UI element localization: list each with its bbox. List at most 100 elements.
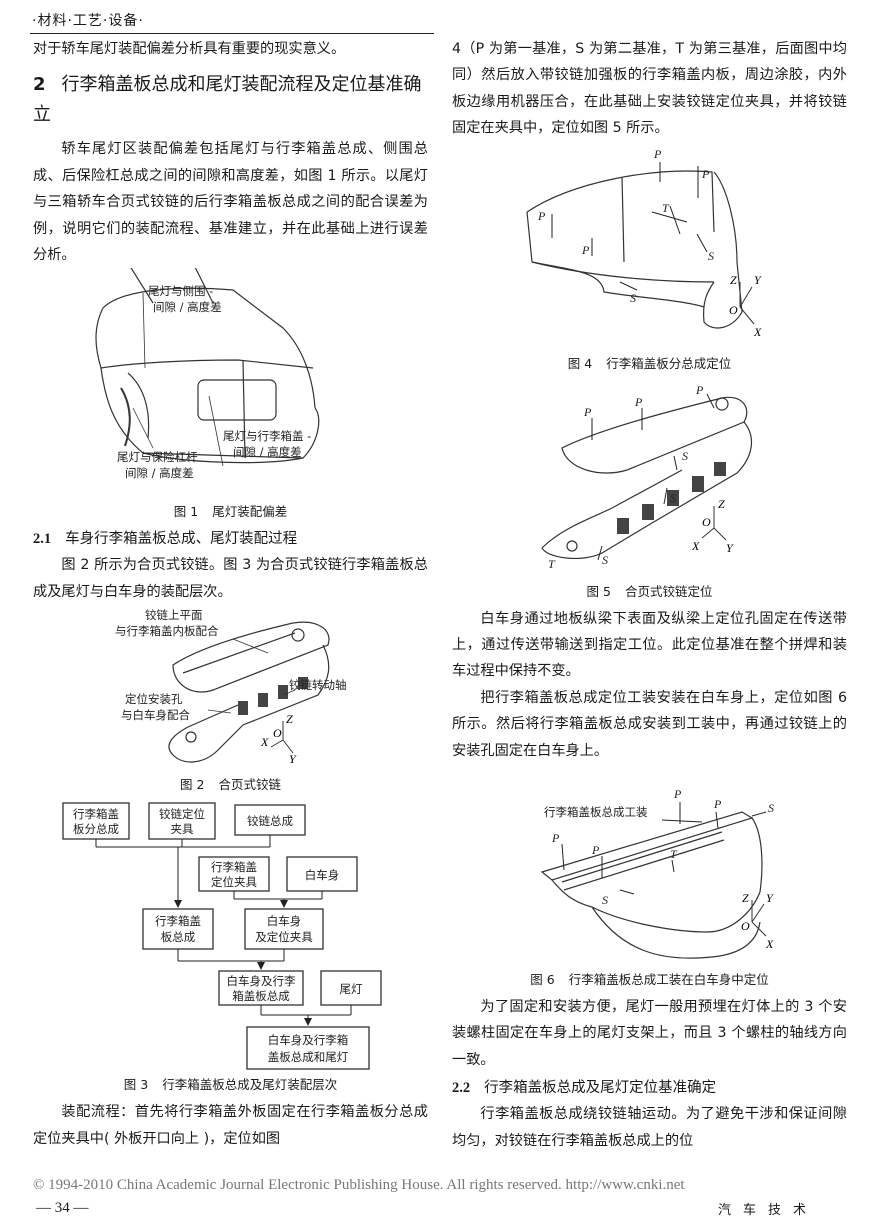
paragraph-body-in-white-datum: 白车身通过地板纵梁下表面及纵梁上定位孔固定在传送带上，通过传送带输送到指定工位。… bbox=[452, 610, 847, 680]
fig2-ann-top-1: 铰链上平面 bbox=[145, 608, 203, 622]
figure-5-label: 图 5 bbox=[586, 583, 611, 599]
fig4-axis-o: O bbox=[729, 303, 738, 317]
flow-box-2-line-1: 铰链定位 bbox=[159, 807, 205, 821]
fig2-ann-axis: 铰链转动轴 bbox=[289, 678, 347, 692]
flow-box-6-line-1: 行李箱盖 bbox=[155, 914, 201, 928]
figure-1: 尾灯与侧围 - 间隙 / 高度差 尾灯与行李箱盖 - 间隙 / 高度差 尾灯与保… bbox=[33, 268, 428, 500]
fig4-axis-z: Z bbox=[730, 273, 737, 287]
subsection-number: 2.2 bbox=[452, 1080, 471, 1097]
fig4-datum-s-bottom: S bbox=[630, 291, 636, 305]
fig2-axis-x: X bbox=[260, 735, 269, 749]
paragraph-tail-light-deviation: 轿车尾灯区装配偏差包括尾灯与行李箱盖总成、侧围总成、后保险杠总成之间的间隙和高度… bbox=[33, 141, 428, 264]
copyright-line: © 1994-2010 China Academic Journal Elect… bbox=[33, 1177, 685, 1193]
fig6-datum-p-right: P bbox=[713, 797, 722, 811]
flow-box-2-line-2: 夹具 bbox=[171, 822, 194, 836]
flow-box-5-label: 白车身 bbox=[305, 868, 340, 882]
fig6-datum-t: T bbox=[670, 847, 678, 861]
fig2-ann-hole-2: 与白车身配合 bbox=[121, 708, 190, 722]
fig5-datum-p-left: P bbox=[583, 405, 592, 419]
flow-box-10-line-1: 白车身及行李箱 bbox=[268, 1033, 349, 1047]
fig4-datum-p-mid: P bbox=[581, 243, 590, 257]
fig1-ann-bumper-1: 尾灯与保险杠杆 bbox=[117, 450, 198, 464]
right-column: 4（P 为第一基准，S 为第二基准，T 为第三基准，后面图中均同）然后放入带铰链… bbox=[452, 36, 847, 1154]
fig5-axis-o: O bbox=[702, 515, 711, 529]
fig5-axis-x: X bbox=[691, 539, 700, 553]
flow-box-3-label: 铰链总成 bbox=[247, 814, 293, 828]
flow-box-6-line-2: 板总成 bbox=[161, 930, 196, 944]
fig4-datum-p-right: P bbox=[701, 167, 710, 181]
fig5-datum-p-mid: P bbox=[634, 395, 643, 409]
figure-1-label: 图 1 bbox=[173, 504, 199, 520]
fig6-axis-y: Y bbox=[766, 891, 774, 905]
fig5-axis-z: Z bbox=[718, 497, 725, 511]
flow-box-8-line-2: 箱盖板总成 bbox=[232, 989, 290, 1003]
flow-box-4-line-2: 定位夹具 bbox=[211, 875, 257, 889]
fig1-ann-side-1: 尾灯与侧围 - bbox=[148, 284, 213, 298]
figure-5: P P P S S S T Z O X Y bbox=[452, 378, 847, 580]
fig6-axis-x: X bbox=[765, 937, 774, 951]
paragraph-datum-definition: 4（P 为第一基准，S 为第二基准，T 为第三基准，后面图中均同）然后放入带铰链… bbox=[452, 41, 847, 137]
flow-box-1-line-1: 行李箱盖 bbox=[73, 807, 119, 821]
fig1-ann-bumper-2: 间隙 / 高度差 bbox=[125, 466, 194, 480]
page-number: — 34 — bbox=[36, 1200, 89, 1216]
figure-2-drawing: 铰链上平面 与行李箱盖内板配合 铰链转动轴 定位安装孔 与白车身配合 Z X O… bbox=[115, 608, 347, 766]
journal-name: 汽车技术 bbox=[718, 1203, 819, 1218]
figure-3-flowchart: 行李箱盖 板分总成 铰链定位 夹具 铰链总成 行李箱盖 定位夹具 白车身 行李箱… bbox=[62, 802, 382, 1070]
figure-4: P P P P T S S Z Y O X bbox=[452, 142, 847, 352]
fig6-datum-p-top: P bbox=[673, 787, 682, 801]
fig1-ann-trunk-2: 间隙 / 高度差 bbox=[233, 445, 302, 459]
figure-5-drawing: P P P S S S T Z O X Y bbox=[541, 383, 753, 571]
figure-3: 行李箱盖 板分总成 铰链定位 夹具 铰链总成 行李箱盖 定位夹具 白车身 行李箱… bbox=[33, 799, 428, 1073]
paragraph-assembly-process: 装配流程：首先将行李箱盖外板固定在行李箱盖板分总成定位夹具中( 外板开口向上 )… bbox=[33, 1104, 428, 1147]
fig5-datum-s-lower: S bbox=[602, 553, 608, 567]
figure-5-caption-text: 合页式铰链定位 bbox=[624, 583, 713, 599]
flow-box-9-label: 尾灯 bbox=[340, 982, 363, 996]
fig5-datum-s-mid: S bbox=[670, 491, 676, 505]
flow-box-10-line-2: 盖板总成和尾灯 bbox=[268, 1050, 349, 1064]
figure-4-label: 图 4 bbox=[567, 355, 593, 371]
fig6-axis-z: Z bbox=[742, 891, 749, 905]
fig4-datum-t: T bbox=[662, 201, 670, 215]
figure-6-caption-text: 行李箱盖板总成工装在白车身中定位 bbox=[568, 972, 769, 988]
fig4-datum-p-top: P bbox=[653, 147, 662, 161]
fig2-axis-z: Z bbox=[286, 712, 293, 726]
flow-box-8-line-1: 白车身及行李 bbox=[227, 974, 296, 988]
flow-box-1-line-2: 板分总成 bbox=[73, 822, 119, 836]
section-number: 2 bbox=[33, 74, 46, 96]
fig5-axis-y: Y bbox=[726, 541, 734, 555]
fig6-datum-p-mid: P bbox=[591, 843, 600, 857]
fig4-axis-x: X bbox=[753, 325, 762, 339]
figure-3-label: 图 3 bbox=[123, 1077, 149, 1093]
flow-box-4-line-1: 行李箱盖 bbox=[211, 860, 257, 874]
paragraph-fig2-fig3-intro: 图 2 所示为合页式铰链。图 3 为合页式铰链行李箱盖板总成及尾灯与白车身的装配… bbox=[33, 557, 428, 600]
paragraph-tail-light-mounting: 为了固定和安装方便，尾灯一般用预埋在灯体上的 3 个安装螺柱固定在车身上的尾灯支… bbox=[452, 999, 847, 1068]
fig6-ann-fixture: 行李箱盖板总成工装 bbox=[544, 805, 648, 819]
intro-tail-text: 对于轿车尾灯装配偏差分析具有重要的现实意义。 bbox=[33, 41, 346, 57]
fig4-axis-y: Y bbox=[754, 273, 762, 287]
fig4-datum-p-left: P bbox=[537, 209, 546, 223]
flow-box-10 bbox=[246, 1026, 370, 1070]
fig2-axis-y: Y bbox=[289, 752, 297, 766]
subsection-2-2-heading: 2.2 行李箱盖板总成及尾灯定位基准确定 bbox=[452, 1075, 847, 1101]
figure-1-drawing: 尾灯与侧围 - 间隙 / 高度差 尾灯与行李箱盖 - 间隙 / 高度差 尾灯与保… bbox=[95, 268, 320, 480]
fig6-datum-s-right: S bbox=[768, 801, 774, 815]
figure-6: 行李箱盖板总成工装 P P P P S T S Z Y O bbox=[452, 772, 847, 968]
figure-2-label: 图 2 bbox=[180, 777, 205, 793]
fig6-datum-s-bottom: S bbox=[602, 893, 608, 907]
fig2-ann-top-2: 与行李箱盖内板配合 bbox=[115, 624, 219, 638]
figure-2: 铰链上平面 与行李箱盖内板配合 铰链转动轴 定位安装孔 与白车身配合 Z X O… bbox=[33, 605, 428, 773]
fig5-datum-t: T bbox=[548, 557, 556, 571]
running-header: ·材料·工艺·设备· bbox=[32, 13, 144, 29]
figure-6-label: 图 6 bbox=[530, 972, 555, 988]
subsection-title: 行李箱盖板总成及尾灯定位基准确定 bbox=[484, 1080, 717, 1097]
header-rule bbox=[30, 33, 434, 34]
fig4-datum-s-right: S bbox=[708, 249, 714, 263]
section-title: 行李箱盖板总成和尾灯装配流程及定位基准确立 bbox=[33, 74, 422, 126]
subsection-number: 2.1 bbox=[33, 531, 52, 548]
